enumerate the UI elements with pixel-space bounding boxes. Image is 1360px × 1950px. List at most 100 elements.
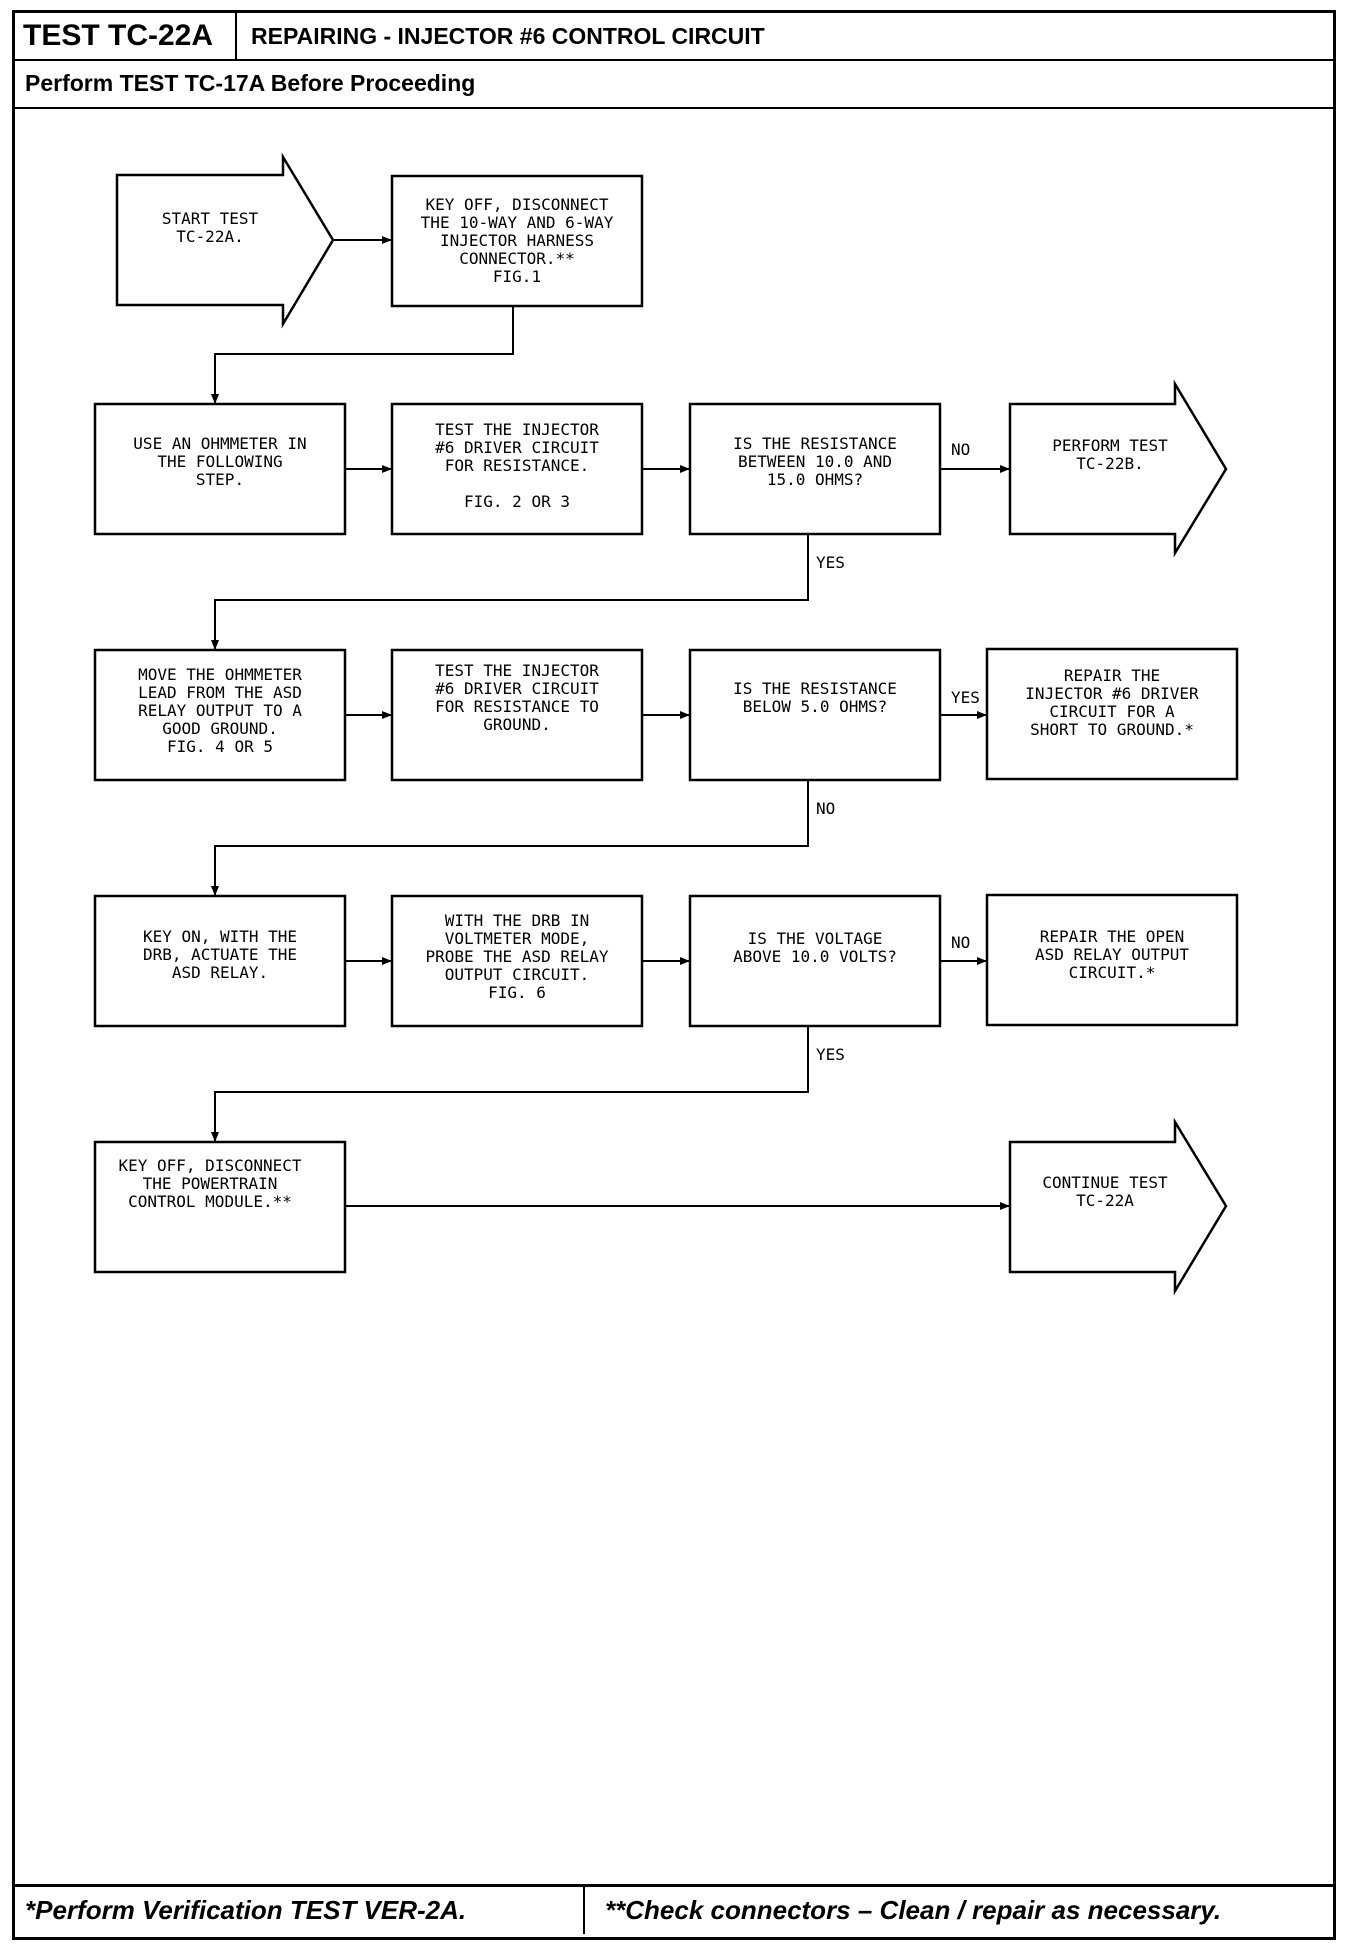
page-frame: TEST TC-22A REPAIRING - INJECTOR #6 CONT… bbox=[12, 10, 1336, 1940]
prerequisite-row: Perform TEST TC-17A Before Proceeding bbox=[15, 59, 1333, 109]
step6-box bbox=[93, 894, 347, 1028]
box-text-line: FOR RESISTANCE TO bbox=[435, 697, 599, 716]
box-text-line: SHORT TO GROUND.* bbox=[1030, 720, 1194, 739]
q3-no-label: NO bbox=[951, 933, 970, 952]
box-text-line: TEST THE INJECTOR bbox=[435, 420, 599, 439]
step2-box bbox=[93, 402, 347, 536]
footer-verification-note: *Perform Verification TEST VER-2A. bbox=[15, 1887, 585, 1934]
box-text-line: VOLTMETER MODE, bbox=[445, 929, 590, 948]
q1-yes-label: YES bbox=[816, 553, 845, 572]
box-text-line: FIG. 4 OR 5 bbox=[167, 737, 273, 756]
box-text-line: THE FOLLOWING bbox=[157, 452, 282, 471]
box-text-line: KEY OFF, DISCONNECT bbox=[118, 1156, 301, 1175]
connector-step1-step2 bbox=[211, 306, 514, 404]
box-text-line: CIRCUIT FOR A bbox=[1049, 702, 1175, 721]
q3-no-target-box bbox=[985, 893, 1239, 1027]
box-text-line: TC-22B. bbox=[1076, 454, 1143, 473]
box-text-line: FIG. 6 bbox=[488, 983, 546, 1002]
box-text-line: OUTPUT CIRCUIT. bbox=[445, 965, 590, 984]
q2-no-label: NO bbox=[816, 799, 835, 818]
box-text-line: WITH THE DRB IN bbox=[445, 911, 590, 930]
box-text-line: PERFORM TEST bbox=[1052, 436, 1168, 455]
box-text-line: BETWEEN 10.0 AND bbox=[738, 452, 892, 471]
box-text-line: RELAY OUTPUT TO A bbox=[138, 701, 302, 720]
box-text-line: DRB, ACTUATE THE bbox=[143, 945, 297, 964]
box-text-line: REPAIR THE bbox=[1064, 666, 1160, 685]
end-arrow-shape bbox=[1008, 1117, 1228, 1296]
step8-box bbox=[93, 1140, 347, 1274]
box-text-line: #6 DRIVER CIRCUIT bbox=[435, 438, 599, 457]
footer: *Perform Verification TEST VER-2A. **Che… bbox=[15, 1884, 1333, 1937]
test-id: TEST TC-22A bbox=[15, 13, 237, 59]
box-text-line: KEY ON, WITH THE bbox=[143, 927, 297, 946]
q1-no-target-shape bbox=[1008, 379, 1228, 558]
connector-q3-yes bbox=[211, 1026, 809, 1142]
box-text-line: FOR RESISTANCE. bbox=[445, 456, 590, 475]
box-text-line: STEP. bbox=[196, 470, 244, 489]
start-arrow-shape bbox=[115, 152, 335, 329]
box-text-line: ASD RELAY. bbox=[172, 963, 268, 982]
footer-connectors-note: **Check connectors – Clean / repair as n… bbox=[605, 1895, 1222, 1925]
box-text-line: IS THE VOLTAGE bbox=[748, 929, 883, 948]
q1-no-label: NO bbox=[951, 440, 970, 459]
box-text-line: FIG. 2 OR 3 bbox=[464, 492, 570, 511]
test-title: REPAIRING - INJECTOR #6 CONTROL CIRCUIT bbox=[251, 23, 765, 49]
header-row: TEST TC-22A REPAIRING - INJECTOR #6 CONT… bbox=[15, 13, 1333, 61]
box-text-line: ASD RELAY OUTPUT bbox=[1035, 945, 1189, 964]
box-text-line: TEST THE INJECTOR bbox=[435, 661, 599, 680]
box-text-line: GOOD GROUND. bbox=[162, 719, 278, 738]
connector-q2-no bbox=[211, 780, 809, 896]
box-text-line: CONTROL MODULE.** bbox=[128, 1192, 292, 1211]
box-text-line: CIRCUIT.* bbox=[1069, 963, 1156, 982]
box-text-line: #6 DRIVER CIRCUIT bbox=[435, 679, 599, 698]
box-text-line: START TEST bbox=[162, 209, 259, 228]
q2-yes-label: YES bbox=[951, 688, 980, 707]
box-text-line: GROUND. bbox=[483, 715, 550, 734]
box-text-line: USE AN OHMMETER IN bbox=[133, 434, 306, 453]
step1-box bbox=[390, 174, 644, 308]
box-text-line: LEAD FROM THE ASD bbox=[138, 683, 302, 702]
box-text-line: INJECTOR #6 DRIVER bbox=[1025, 684, 1199, 703]
question1-box bbox=[688, 402, 942, 536]
box-text-line: 15.0 OHMS? bbox=[767, 470, 863, 489]
box-text-line: IS THE RESISTANCE bbox=[733, 679, 897, 698]
box-text-line: FIG.1 bbox=[493, 267, 541, 286]
connector-q1-yes bbox=[211, 534, 809, 650]
box-text-line: ABOVE 10.0 VOLTS? bbox=[733, 947, 897, 966]
q3-yes-label: YES bbox=[816, 1045, 845, 1064]
step7-box bbox=[390, 894, 644, 1028]
question2-box bbox=[688, 648, 942, 782]
box-text-line: INJECTOR HARNESS bbox=[440, 231, 594, 250]
box-text-line: TC-22A bbox=[1076, 1191, 1134, 1210]
box-text-line: IS THE RESISTANCE bbox=[733, 434, 897, 453]
step4-box bbox=[93, 648, 347, 782]
box-text-line: REPAIR THE OPEN bbox=[1040, 927, 1185, 946]
step5-box bbox=[390, 648, 644, 782]
box-text-line: PROBE THE ASD RELAY bbox=[425, 947, 608, 966]
box-text-line: THE 10-WAY AND 6-WAY bbox=[421, 213, 614, 232]
prerequisite-note: Perform TEST TC-17A Before Proceeding bbox=[25, 70, 476, 96]
box-text-line: TC-22A. bbox=[176, 227, 243, 246]
box-text-line: THE POWERTRAIN bbox=[143, 1174, 278, 1193]
box-text-line: CONNECTOR.** bbox=[459, 249, 575, 268]
box-text-line: MOVE THE OHMMETER bbox=[138, 665, 302, 684]
q2-yes-target-box bbox=[985, 647, 1239, 781]
box-text-line: CONTINUE TEST bbox=[1042, 1173, 1168, 1192]
